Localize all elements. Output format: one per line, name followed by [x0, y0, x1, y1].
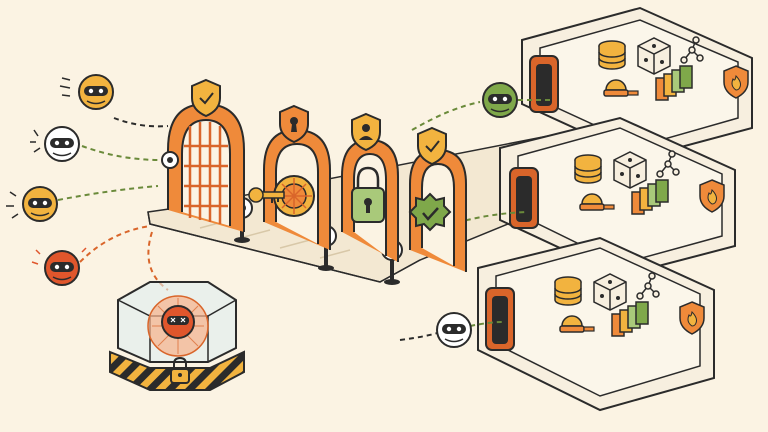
agent-approved-green: [482, 82, 518, 118]
agent-yellow-1: [59, 74, 114, 110]
gate-verified: [408, 126, 467, 272]
check-icon: [417, 126, 447, 166]
padlock-icon: [170, 356, 190, 384]
secure-room-1: [521, 6, 753, 160]
key-icon: [248, 187, 285, 203]
gate-user: [341, 112, 399, 262]
gate-portcullis: [161, 78, 245, 232]
agent-quarantined: [161, 305, 195, 339]
user-icon: [351, 112, 381, 152]
quarantine-cage: [109, 281, 245, 391]
keyhole-icon: [279, 104, 309, 144]
padlock-icon: [351, 166, 385, 223]
secure-room-2: [499, 116, 736, 278]
agent-yellow-2: [6, 186, 58, 222]
gate-key: [248, 104, 331, 250]
agent-red: [31, 247, 87, 286]
agent-approved-white: [436, 312, 472, 348]
verified-badge-icon: [408, 192, 452, 232]
check-icon: [191, 78, 221, 118]
agent-white: [30, 126, 80, 162]
secure-room-3: [477, 236, 715, 412]
